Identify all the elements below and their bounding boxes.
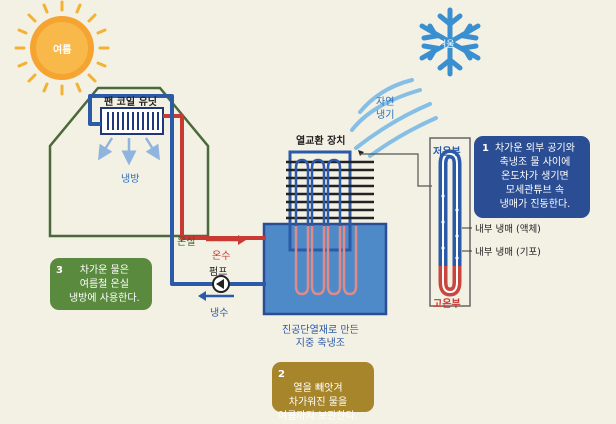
- note-2-text: 열을 빼앗겨 차가워진 물을 여름까지 보관한다.: [278, 383, 358, 422]
- note-2-number: 2: [278, 369, 285, 380]
- heat-exchanger: [286, 150, 374, 296]
- snowflake-icon: [419, 7, 481, 77]
- tank-label: 진공단열재로 만든 지중 축냉조: [282, 325, 359, 349]
- hot-flow-arrow: [206, 235, 246, 245]
- summer-label: 여름: [53, 45, 72, 56]
- hot-water-pipe: [163, 114, 266, 240]
- hot-water-label: 온수: [212, 251, 231, 262]
- low-temp-label: 저온부: [433, 147, 461, 158]
- cold-water-pipe: [88, 94, 266, 286]
- cold-flow-arrow: [198, 291, 234, 301]
- pump-icon: [212, 275, 230, 293]
- cooling-label: 냉방: [121, 174, 140, 185]
- greenhouse-outline: [48, 86, 210, 238]
- greenhouse-label: 온실: [177, 237, 196, 248]
- note-3-text: 차가운 물은 여름철 온실 냉방에 사용한다.: [68, 265, 140, 304]
- note-3: 3 차가운 물은 여름철 온실 냉방에 사용한다.: [50, 258, 152, 310]
- sun-icon: [14, 0, 110, 96]
- fan-coil-unit: [100, 107, 164, 135]
- note-1: 1 차가운 외부 공기와 축냉조 물 사이에 온도차가 생기면 모세관튜브 속 냉…: [474, 136, 590, 218]
- cooling-arrows: [98, 137, 160, 166]
- callout-connector: [360, 153, 432, 187]
- capillary-tube-detail: [429, 137, 472, 307]
- cold-water-label: 냉수: [210, 308, 229, 319]
- pump-label: 펌프: [209, 267, 228, 278]
- note-3-number: 3: [56, 265, 63, 276]
- refrigerant-gas-label: 내부 냉매 (기포): [475, 247, 541, 258]
- winter-label: 겨울: [438, 40, 455, 50]
- cold-air-icon: [350, 78, 438, 158]
- note-1-number: 1: [482, 143, 489, 154]
- refrigerant-liquid-label: 내부 냉매 (액체): [475, 224, 541, 235]
- note-2: 2 열을 빼앗겨 차가워진 물을 여름까지 보관한다.: [272, 362, 374, 422]
- high-temp-label: 고온부: [433, 299, 461, 310]
- note-1-text: 차가운 외부 공기와 축냉조 물 사이에 온도차가 생기면 모세관튜브 속 냉매…: [494, 143, 575, 210]
- fan-coil-label: 팬 코일 유닛: [104, 97, 157, 108]
- natural-cold-label: 자연 냉기: [376, 97, 395, 121]
- heat-exchanger-label: 열교환 장치: [296, 136, 346, 147]
